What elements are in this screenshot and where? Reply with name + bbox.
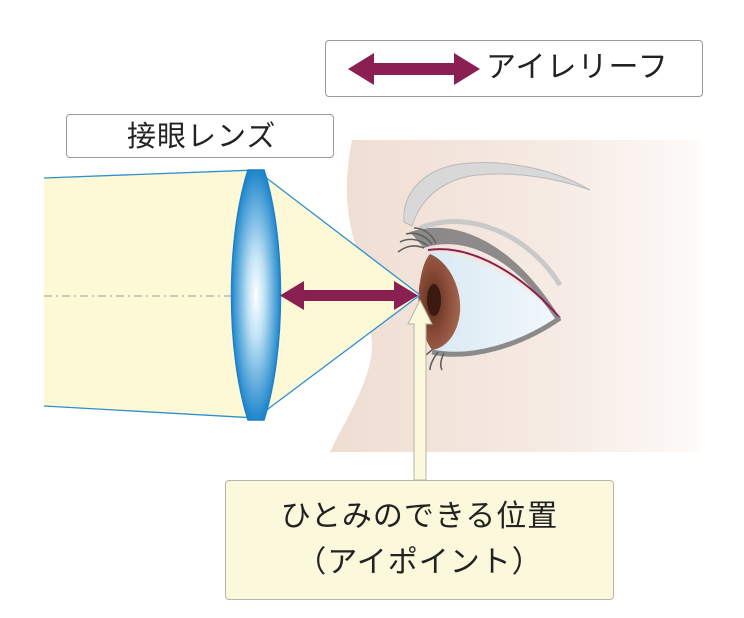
eye-point-pointer-icon — [407, 298, 433, 481]
eyepiece-lens-label: 接眼レンズ — [127, 119, 277, 153]
double-arrow-icon — [348, 53, 480, 85]
legend-box: アイレリーフ — [325, 40, 703, 97]
upper-lid-line — [427, 248, 561, 319]
eyebrow — [403, 162, 591, 227]
pupil — [427, 284, 441, 316]
eyepiece-lens — [230, 169, 282, 421]
legend-label-eye-relief: アイレリーフ — [486, 50, 669, 85]
face-fade — [700, 140, 744, 452]
eye-relief-arrow-icon — [280, 281, 418, 310]
eyelashes — [397, 227, 445, 371]
eye-point-sublabel: （アイポイント） — [296, 545, 543, 580]
eye-point-label: ひとみのできる位置 — [280, 499, 559, 534]
eyepiece-lens-label-box: 接眼レンズ — [66, 114, 334, 158]
face-profile — [330, 140, 744, 452]
lower-eyelid — [431, 315, 562, 357]
eyeball-sclera — [430, 251, 560, 354]
eyelid-crease — [419, 218, 563, 287]
eye-point-callout: ひとみのできる位置 （アイポイント） — [225, 480, 614, 600]
light-rays — [43, 169, 421, 419]
